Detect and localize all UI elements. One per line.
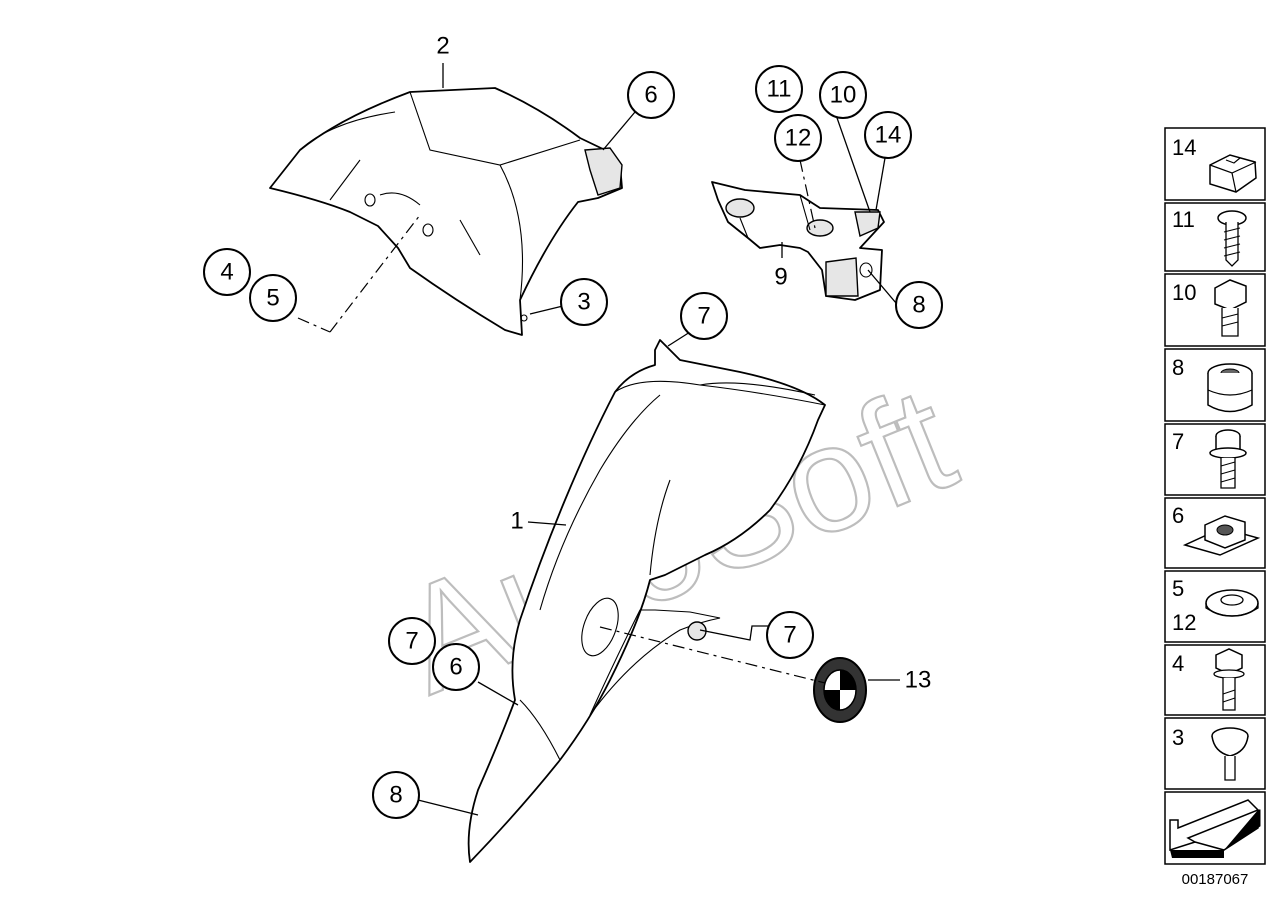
svg-text:12: 12	[1172, 610, 1196, 635]
legend-item-11: 11	[1164, 202, 1266, 272]
svg-text:14: 14	[875, 122, 902, 149]
legend-item-arrow	[1164, 791, 1266, 865]
svg-text:10: 10	[1172, 280, 1196, 305]
callout-2: 2	[436, 33, 449, 60]
svg-text:11: 11	[767, 76, 792, 103]
svg-text:5: 5	[266, 285, 279, 312]
callout-6-lower: 6	[432, 643, 480, 691]
callout-6-upper: 6	[627, 71, 675, 119]
callout-14: 14	[864, 111, 912, 159]
svg-text:7: 7	[1172, 429, 1184, 454]
legend-item-7: 7	[1164, 423, 1266, 496]
legend-item-14: 14	[1164, 127, 1266, 201]
part-2-cover	[269, 87, 623, 336]
callout-10: 10	[819, 71, 867, 119]
svg-text:5: 5	[1172, 576, 1184, 601]
part-1-fairing	[467, 339, 826, 863]
clip-nut-icon	[1182, 515, 1261, 556]
svg-text:8: 8	[912, 292, 925, 319]
callout-1: 1	[510, 508, 523, 535]
svg-text:1: 1	[510, 508, 523, 535]
callout-11: 11	[755, 65, 803, 113]
svg-text:7: 7	[697, 303, 710, 330]
collar-screw-icon	[1209, 429, 1247, 489]
svg-text:14: 14	[1172, 135, 1196, 160]
long-bolt-icon	[1213, 648, 1245, 711]
svg-text:3: 3	[1172, 725, 1184, 750]
expanding-rivet-icon	[1211, 727, 1249, 781]
svg-text:4: 4	[1172, 651, 1184, 676]
part-13-emblem	[813, 657, 867, 723]
callout-8-lower: 8	[372, 771, 420, 819]
leader-lines	[297, 63, 903, 816]
callout-7-left: 7	[388, 617, 436, 665]
legend-panel: 14 11 10	[1164, 127, 1266, 888]
rubber-cap-icon	[1209, 154, 1257, 193]
svg-text:9: 9	[774, 264, 787, 291]
svg-text:7: 7	[405, 628, 418, 655]
legend-item-10: 10	[1164, 273, 1266, 347]
svg-text:11: 11	[1172, 207, 1195, 232]
svg-text:8: 8	[389, 782, 402, 809]
legend-item-3: 3	[1164, 717, 1266, 790]
svg-text:10: 10	[830, 82, 857, 109]
grommet-icon	[1207, 363, 1253, 413]
callout-4: 4	[203, 248, 251, 296]
svg-text:4: 4	[220, 259, 233, 286]
callout-5: 5	[249, 274, 297, 322]
svg-text:6: 6	[449, 654, 462, 681]
screw-icon	[1217, 210, 1247, 267]
svg-text:8: 8	[1172, 355, 1184, 380]
hex-bolt-icon	[1214, 279, 1247, 337]
svg-text:2: 2	[436, 33, 449, 60]
callout-9: 9	[774, 264, 787, 291]
callout-7-upper: 7	[680, 292, 728, 340]
diagram-code: 00187067	[1182, 871, 1249, 888]
svg-text:7: 7	[783, 622, 796, 649]
svg-text:13: 13	[905, 667, 932, 694]
svg-text:12: 12	[785, 125, 812, 152]
legend-item-6: 6	[1164, 497, 1266, 569]
callout-8-upper: 8	[895, 281, 943, 329]
part-9-bracket	[711, 181, 885, 301]
svg-text:6: 6	[644, 82, 657, 109]
svg-text:3: 3	[577, 289, 590, 316]
svg-text:6: 6	[1172, 503, 1184, 528]
legend-item-8: 8	[1164, 348, 1266, 422]
arrow-icon	[1169, 799, 1261, 858]
legend-item-4: 4	[1164, 644, 1266, 716]
legend-item-5-12: 5 12	[1164, 570, 1266, 643]
washer-icon	[1205, 589, 1259, 617]
callout-13: 13	[905, 667, 932, 694]
callout-7-right: 7	[766, 611, 814, 659]
callout-3: 3	[560, 278, 608, 326]
callout-12: 12	[774, 114, 822, 162]
